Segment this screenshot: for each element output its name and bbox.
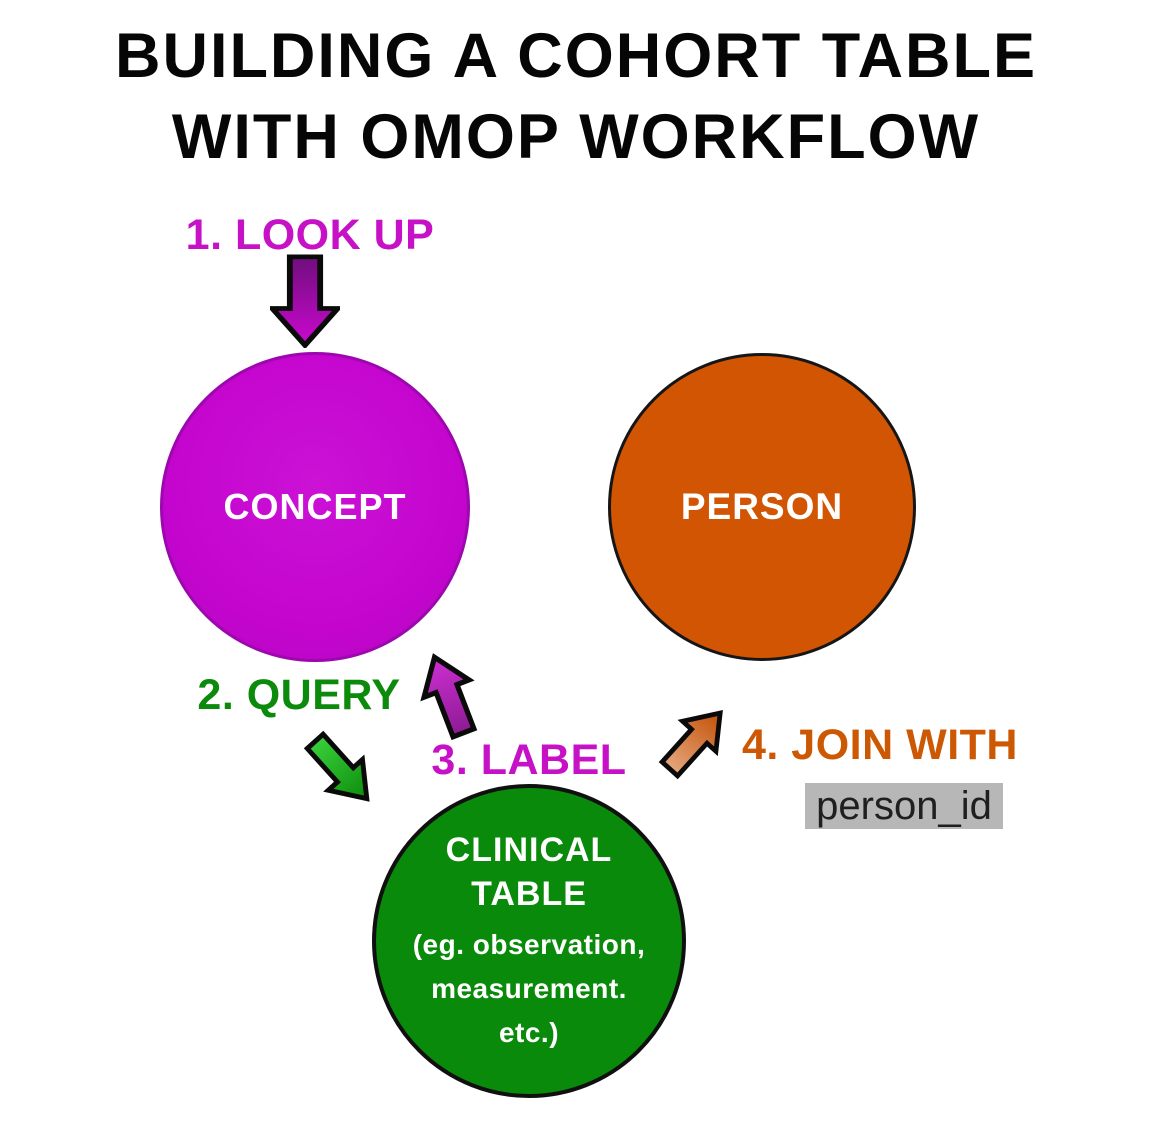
concept-label: CONCEPT (223, 486, 407, 527)
clinical-table-subline-2: measurement. (431, 973, 627, 1004)
person-id-chip: person_id (805, 783, 1003, 829)
step-label-query: 2. QUERY (197, 671, 401, 719)
clinical-table-subline-3: etc.) (498, 1017, 560, 1048)
person-id-label: person_id (816, 783, 992, 828)
clinical-table-label-line-1: CLINICAL (445, 831, 613, 869)
label-arrow-up-left-icon (420, 653, 478, 741)
title-line-2: WITH OMOP WORKFLOW (171, 102, 981, 172)
look-up-arrow-down-icon (270, 254, 340, 348)
person-node: PERSON (608, 353, 916, 661)
page-title: BUILDING A COHORT TABLE WITH OMOP WORKFL… (0, 16, 1152, 178)
join-arrow-up-right-icon (658, 709, 723, 780)
step-label-join-with: 4. JOIN WITH (742, 721, 1018, 769)
clinical-table-label-line-2: TABLE (471, 875, 587, 913)
person-label: PERSON (680, 486, 844, 527)
query-arrow-down-right-icon (303, 730, 370, 802)
clinical-table-node: CLINICAL TABLE (eg. observation, measure… (372, 784, 686, 1098)
concept-node: CONCEPT (160, 352, 470, 662)
step-label-label: 3. LABEL (431, 736, 627, 784)
step-label-look-up: 1. LOOK UP (185, 211, 435, 259)
clinical-table-subline-1: (eg. observation, (412, 929, 646, 960)
title-line-1: BUILDING A COHORT TABLE (114, 21, 1038, 91)
